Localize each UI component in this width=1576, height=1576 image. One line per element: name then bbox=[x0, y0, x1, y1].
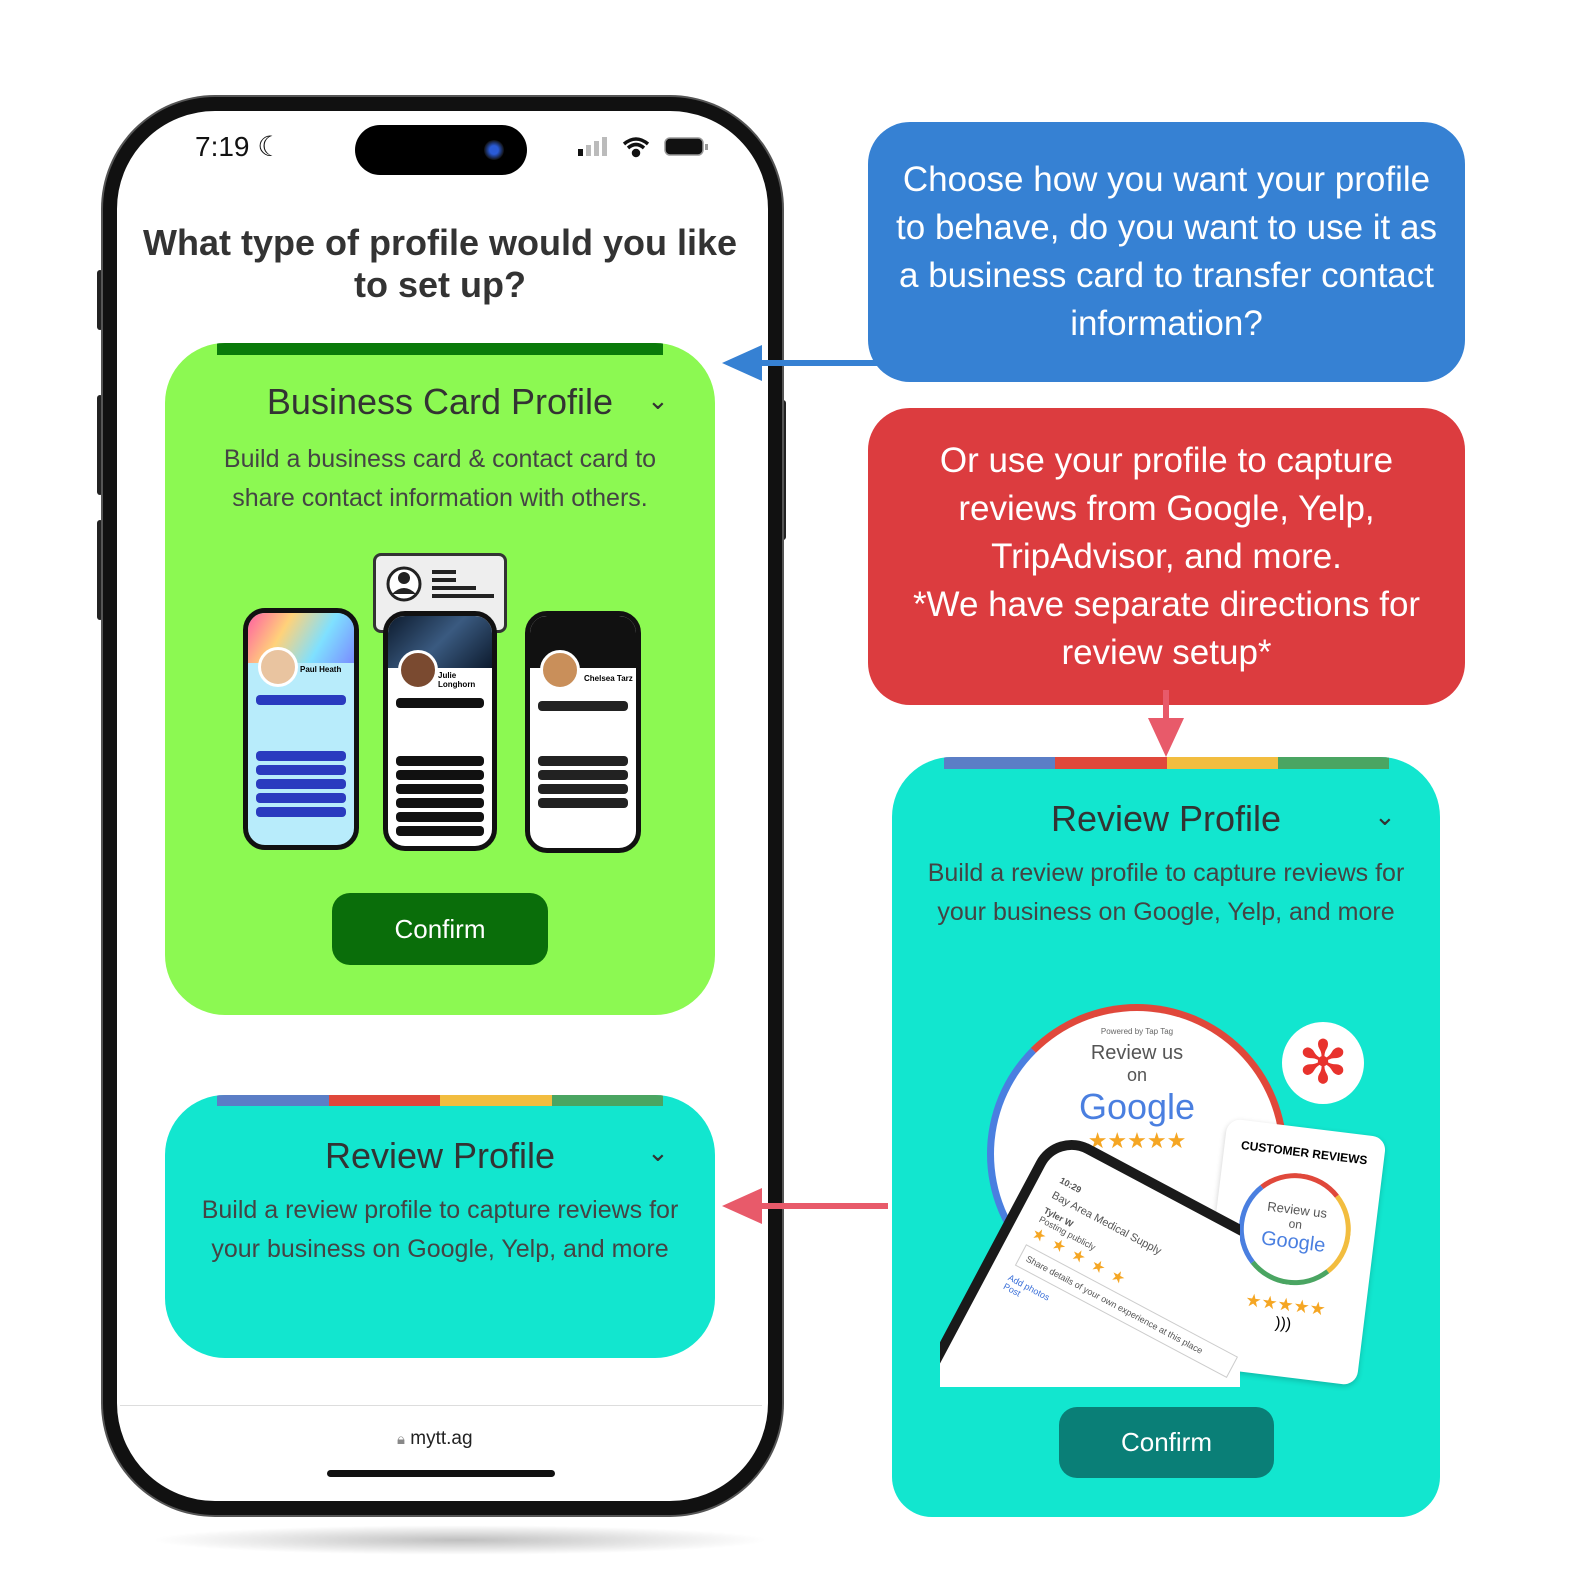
wifi-icon bbox=[622, 137, 650, 158]
card-title: Review Profile bbox=[1050, 798, 1282, 839]
status-time: 7:19 ☾ bbox=[195, 131, 283, 162]
chevron-down-icon[interactable]: ⌄ bbox=[647, 385, 669, 415]
sample-phone: Chelsea Tarz bbox=[525, 611, 641, 853]
camera-icon bbox=[484, 140, 504, 160]
sample-phone: Paul Heath bbox=[243, 608, 359, 850]
review-profile-card[interactable]: Review Profile ⌄ Build a review profile … bbox=[165, 1095, 715, 1358]
battery-icon bbox=[664, 137, 708, 156]
confirm-button[interactable]: Confirm bbox=[332, 893, 548, 965]
card-accent-bar bbox=[217, 343, 663, 355]
contact-card-icon bbox=[386, 566, 494, 602]
card-accent-bar bbox=[217, 1095, 663, 1106]
lock-icon: 🔒︎ bbox=[397, 1431, 405, 1448]
card-title: Review Profile bbox=[324, 1135, 556, 1176]
review-profile-expanded-card[interactable]: Review Profile ⌄ Build a review profile … bbox=[892, 757, 1440, 1517]
card-description: Build a business card & contact card to … bbox=[223, 445, 657, 512]
review-phone-illustration: 10:29 Bay Area Medical Supply Tyler W Po… bbox=[940, 1137, 1240, 1387]
card-description: Build a review profile to capture review… bbox=[201, 1196, 679, 1263]
phone-shadow bbox=[150, 1525, 770, 1555]
divider bbox=[120, 1405, 762, 1406]
page-title: What type of profile would you like to s… bbox=[142, 222, 738, 305]
phone-side-button bbox=[97, 520, 103, 620]
blue-callout: Choose how you want your profile to beha… bbox=[868, 122, 1465, 382]
star-rating: ★★★★★ bbox=[1087, 1128, 1187, 1153]
sample-phone: Julie Longhorn bbox=[383, 611, 497, 851]
moon-icon: ☾ bbox=[257, 131, 283, 162]
card-accent-bar bbox=[944, 757, 1389, 769]
yelp-logo: ✻ bbox=[1282, 1022, 1364, 1104]
card-title: Business Card Profile bbox=[266, 381, 614, 422]
sample-name: Chelsea Tarz bbox=[584, 674, 633, 683]
google-logo: Google bbox=[1078, 1086, 1196, 1127]
card-description: Build a review profile to capture review… bbox=[927, 859, 1405, 926]
confirm-button[interactable]: Confirm bbox=[1059, 1407, 1274, 1478]
business-card-profile-card[interactable]: Business Card Profile ⌄ Build a business… bbox=[165, 343, 715, 1015]
phone-side-button bbox=[97, 395, 103, 495]
cellular-signal-icon bbox=[578, 137, 607, 156]
chevron-down-icon[interactable]: ⌄ bbox=[647, 1137, 669, 1167]
status-icons bbox=[578, 137, 708, 158]
phone-side-button bbox=[97, 270, 103, 330]
chevron-down-icon[interactable]: ⌄ bbox=[1374, 801, 1396, 831]
phone-side-button bbox=[780, 400, 786, 540]
red-callout: Or use your profile to capture reviews f… bbox=[868, 408, 1465, 705]
url-bar[interactable]: 🔒︎ mytt.ag bbox=[397, 1428, 473, 1449]
sample-name: Julie Longhorn bbox=[438, 671, 476, 689]
home-indicator bbox=[327, 1470, 555, 1477]
sample-name: Paul Heath bbox=[300, 665, 342, 674]
